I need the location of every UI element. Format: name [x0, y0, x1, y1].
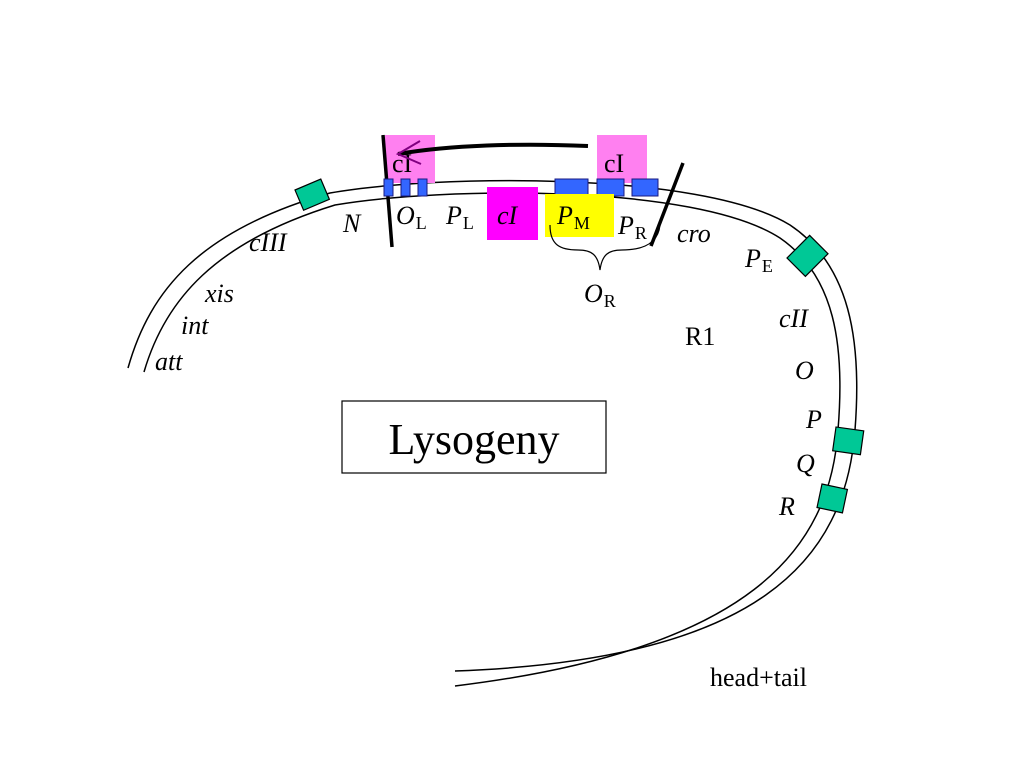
title-box [341, 400, 607, 474]
diagram-title: Lysogeny [388, 415, 559, 464]
site-r [816, 483, 849, 514]
operator-site-ol2 [400, 178, 411, 197]
site-q [831, 426, 865, 456]
gene-label-q: Q [796, 449, 815, 478]
operator-sites-right [554, 178, 659, 197]
pm-promoter-box [545, 194, 614, 237]
feedback-arrow [395, 140, 589, 165]
operator-label-ol: OL [396, 201, 427, 233]
terminator-line-right [649, 162, 685, 247]
gene-label-o: O [795, 356, 814, 385]
ci-gene-box [487, 187, 538, 240]
gene-label-p: P [805, 405, 822, 434]
promoter-label-pr: PR [617, 211, 647, 243]
operator-site-ol3 [417, 178, 428, 197]
gene-label-r: R [778, 492, 795, 521]
repressor-label-right: cI [604, 149, 624, 178]
operator-label-or: OR [584, 279, 616, 311]
repressor-label-left: cI [392, 149, 412, 178]
gene-label-ciii: cIII [249, 228, 288, 257]
gene-label-cro: cro [677, 219, 711, 248]
promoter-label-pe: PE [744, 244, 773, 276]
promoter-label-pl: PL [445, 201, 474, 233]
gene-label-int: int [181, 311, 209, 340]
gene-label-att: att [155, 347, 183, 376]
dna-strand-inner [143, 192, 841, 687]
label-head-tail: head+tail [710, 663, 807, 692]
site-ciii [294, 178, 331, 212]
promoter-label-pm: PM [556, 201, 590, 233]
gene-label-ci: cI [497, 201, 519, 230]
dna-strand-outer [127, 179, 858, 672]
repressor-box-right [597, 135, 647, 183]
or-brace [549, 224, 661, 271]
site-pe [786, 234, 829, 278]
gene-label-n: N [342, 209, 362, 238]
operator-site-or3 [554, 178, 589, 197]
operator-site-ol1 [383, 178, 394, 197]
gene-label-xis: xis [204, 279, 234, 308]
label-r1: R1 [685, 322, 715, 351]
operator-site-or2 [596, 178, 625, 197]
gene-label-cii: cII [779, 304, 809, 333]
operator-site-or1 [631, 178, 659, 197]
genome-dna [127, 179, 858, 687]
operator-sites-left [383, 178, 428, 197]
